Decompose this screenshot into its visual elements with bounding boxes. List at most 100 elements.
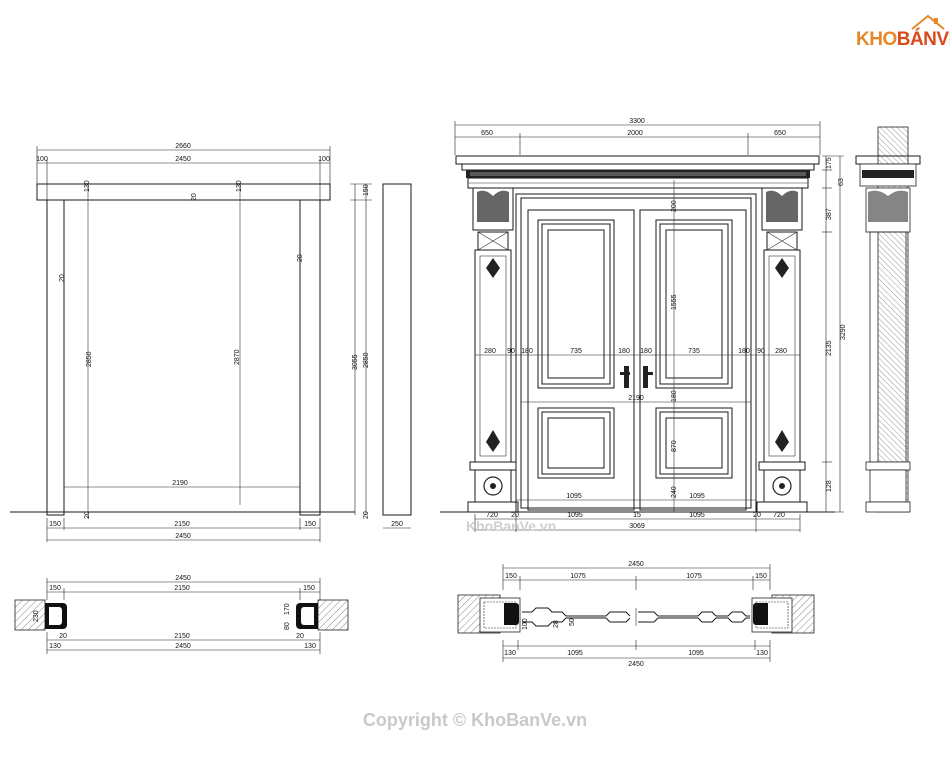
svg-text:735: 735 (570, 348, 582, 355)
svg-text:2450: 2450 (628, 661, 644, 668)
door-elevation: 3300 650 2000 650 (440, 118, 847, 532)
svg-text:1095: 1095 (566, 493, 582, 500)
svg-text:650: 650 (774, 130, 786, 137)
watermark-text: KhoBanVe.vn (466, 518, 557, 534)
svg-text:2135: 2135 (826, 340, 833, 356)
svg-text:150: 150 (505, 573, 517, 580)
handle-right-icon[interactable] (643, 366, 648, 388)
svg-text:175: 175 (826, 157, 833, 169)
svg-text:150: 150 (303, 585, 315, 592)
door-leaf-plan-left (522, 607, 631, 617)
logo-text: KHOBÁNVẼ (856, 29, 950, 50)
svg-text:2850: 2850 (363, 352, 370, 368)
wall-left (14, 599, 46, 631)
leaf-left-lower-panel (537, 407, 615, 479)
frame-jamb-right (299, 199, 321, 516)
svg-text:1095: 1095 (688, 650, 704, 657)
dim-top-total: 2660 (175, 143, 191, 150)
svg-text:130: 130 (49, 643, 61, 650)
handle-left-icon[interactable] (624, 366, 629, 388)
svg-text:20: 20 (59, 274, 66, 282)
svg-text:90: 90 (757, 348, 765, 355)
svg-text:150: 150 (363, 184, 370, 196)
svg-text:2850: 2850 (86, 351, 93, 367)
svg-text:170: 170 (284, 603, 291, 615)
svg-text:20: 20 (296, 633, 304, 640)
svg-text:180: 180 (640, 348, 652, 355)
svg-text:2450: 2450 (175, 643, 191, 650)
svg-text:240: 240 (671, 486, 678, 498)
svg-text:50: 50 (569, 618, 576, 626)
frame-side-jamb (382, 183, 412, 516)
svg-text:1095: 1095 (689, 493, 705, 500)
svg-text:2450: 2450 (175, 575, 191, 582)
cornice-top (455, 155, 820, 165)
svg-text:2190: 2190 (628, 395, 644, 402)
frame-side-view: 3055 2850 150 20 250 (350, 183, 412, 529)
left-capital (472, 187, 514, 231)
column-side-profile (855, 126, 921, 513)
frame-head (36, 183, 331, 201)
svg-text:80: 80 (284, 622, 291, 630)
svg-text:100: 100 (522, 618, 529, 630)
svg-text:870: 870 (671, 440, 678, 452)
svg-text:2150: 2150 (174, 521, 190, 528)
svg-text:3055: 3055 (352, 354, 359, 370)
svg-text:28: 28 (553, 620, 560, 628)
svg-text:150: 150 (755, 573, 767, 580)
svg-text:1075: 1075 (686, 573, 702, 580)
svg-text:2450: 2450 (628, 561, 644, 568)
svg-text:90: 90 (507, 348, 515, 355)
svg-text:130: 130 (504, 650, 516, 657)
svg-text:2190: 2190 (172, 480, 188, 487)
svg-text:20: 20 (191, 193, 198, 201)
ornament-right-bottom (775, 430, 789, 452)
svg-text:180: 180 (671, 390, 678, 402)
svg-text:2150: 2150 (174, 633, 190, 640)
svg-text:280: 280 (484, 348, 496, 355)
door-frame (515, 193, 757, 513)
house-roof-icon (911, 14, 945, 30)
wall-right (317, 599, 349, 631)
svg-text:2450: 2450 (175, 533, 191, 540)
svg-text:20: 20 (84, 511, 91, 519)
svg-text:230: 230 (33, 610, 40, 622)
svg-text:1555: 1555 (671, 294, 678, 310)
svg-text:20: 20 (753, 512, 761, 519)
svg-text:150: 150 (49, 585, 61, 592)
ornament-right-top (775, 258, 789, 278)
svg-text:20: 20 (363, 511, 370, 519)
svg-text:387: 387 (826, 208, 833, 220)
copyright-text: Copyright © KhoBanVe.vn (362, 710, 588, 730)
ornament-left-top (486, 258, 500, 278)
leaf-right-upper-panel (655, 219, 733, 389)
svg-text:130: 130 (84, 180, 91, 192)
svg-text:130: 130 (756, 650, 768, 657)
svg-text:180: 180 (618, 348, 630, 355)
svg-text:200: 200 (671, 200, 678, 212)
svg-text:2870: 2870 (234, 349, 241, 365)
svg-text:650: 650 (481, 130, 493, 137)
svg-text:720: 720 (773, 512, 785, 519)
dim-top-right: 100 (318, 156, 330, 163)
door-leaf-right (639, 209, 747, 511)
svg-text:720: 720 (486, 512, 498, 519)
svg-text:250: 250 (391, 521, 403, 528)
svg-text:180: 180 (521, 348, 533, 355)
svg-text:63: 63 (838, 178, 845, 186)
svg-text:15: 15 (633, 512, 641, 519)
ornament-left-bottom (486, 430, 500, 452)
svg-text:150: 150 (49, 521, 61, 528)
frame-section-plan: 2450 150 2150 150 230 80 170 20 20 2150 … (14, 575, 349, 654)
svg-text:1095: 1095 (567, 650, 583, 657)
svg-text:3300: 3300 (629, 118, 645, 125)
svg-text:3069: 3069 (629, 523, 645, 530)
svg-text:1075: 1075 (570, 573, 586, 580)
svg-text:2000: 2000 (627, 130, 643, 137)
khobanve-logo: KHOBÁNVẼ (852, 12, 950, 56)
dim-top-left: 100 (36, 156, 48, 163)
svg-text:735: 735 (688, 348, 700, 355)
svg-text:130: 130 (236, 180, 243, 192)
dim-top-inner: 2450 (175, 156, 191, 163)
